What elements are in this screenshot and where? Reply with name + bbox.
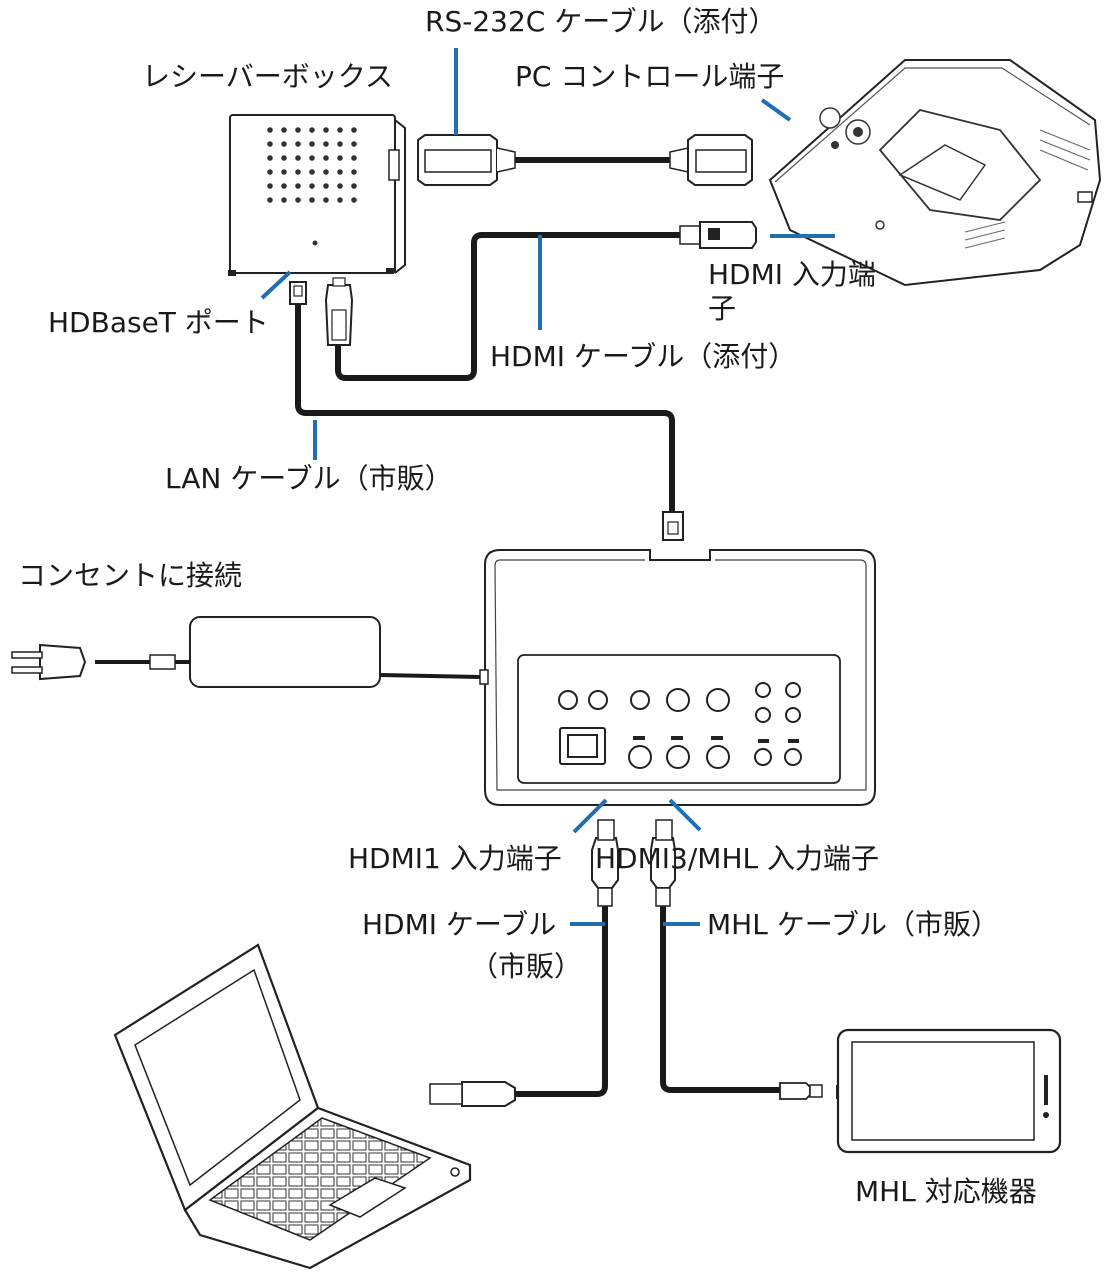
label-rs232c-cable: RS-232C ケーブル（添付） xyxy=(425,5,777,38)
label-hdmi-cable-commercial-note: （市販） xyxy=(470,950,583,983)
label-receiver-box: レシーバーボックス xyxy=(142,60,393,93)
label-pc-control-port: PC コントロール端子 xyxy=(515,60,785,93)
label-lan-cable: LAN ケーブル（市販） xyxy=(165,462,453,495)
receiver-box xyxy=(228,114,406,276)
hdmi-cable-supplied xyxy=(324,221,757,381)
label-hdbaset-port: HDBaseT ポート xyxy=(48,306,269,339)
label-mhl-cable: MHL ケーブル（市販） xyxy=(707,908,1000,941)
leader-lines xyxy=(260,48,835,926)
projector xyxy=(768,59,1102,287)
hdmi1-cable xyxy=(429,819,619,1107)
mhl-tablet xyxy=(836,1028,1062,1154)
mhl-cable xyxy=(650,819,823,1100)
rs232c-cable xyxy=(417,134,753,186)
label-mhl-device: MHL 対応機器 xyxy=(855,1175,1037,1208)
label-hdmi3-mhl-input: HDMI3/MHL 入力端子 xyxy=(595,842,879,875)
lan-cable xyxy=(289,281,684,541)
label-hdmi-input-port: HDMI 入力端子 xyxy=(708,258,876,325)
power-supply xyxy=(11,616,481,688)
front-panel-buttons xyxy=(558,682,802,769)
label-outlet: コンセントに接続 xyxy=(18,559,243,592)
label-hdmi1-input: HDMI1 入力端子 xyxy=(348,842,562,875)
label-hdmi-cable-supplied: HDMI ケーブル（添付） xyxy=(490,340,797,373)
label-hdmi-cable-commercial: HDMI ケーブル xyxy=(362,908,557,941)
transmitter-box xyxy=(479,549,876,806)
vent-holes xyxy=(267,127,357,246)
laptop xyxy=(113,943,472,1270)
